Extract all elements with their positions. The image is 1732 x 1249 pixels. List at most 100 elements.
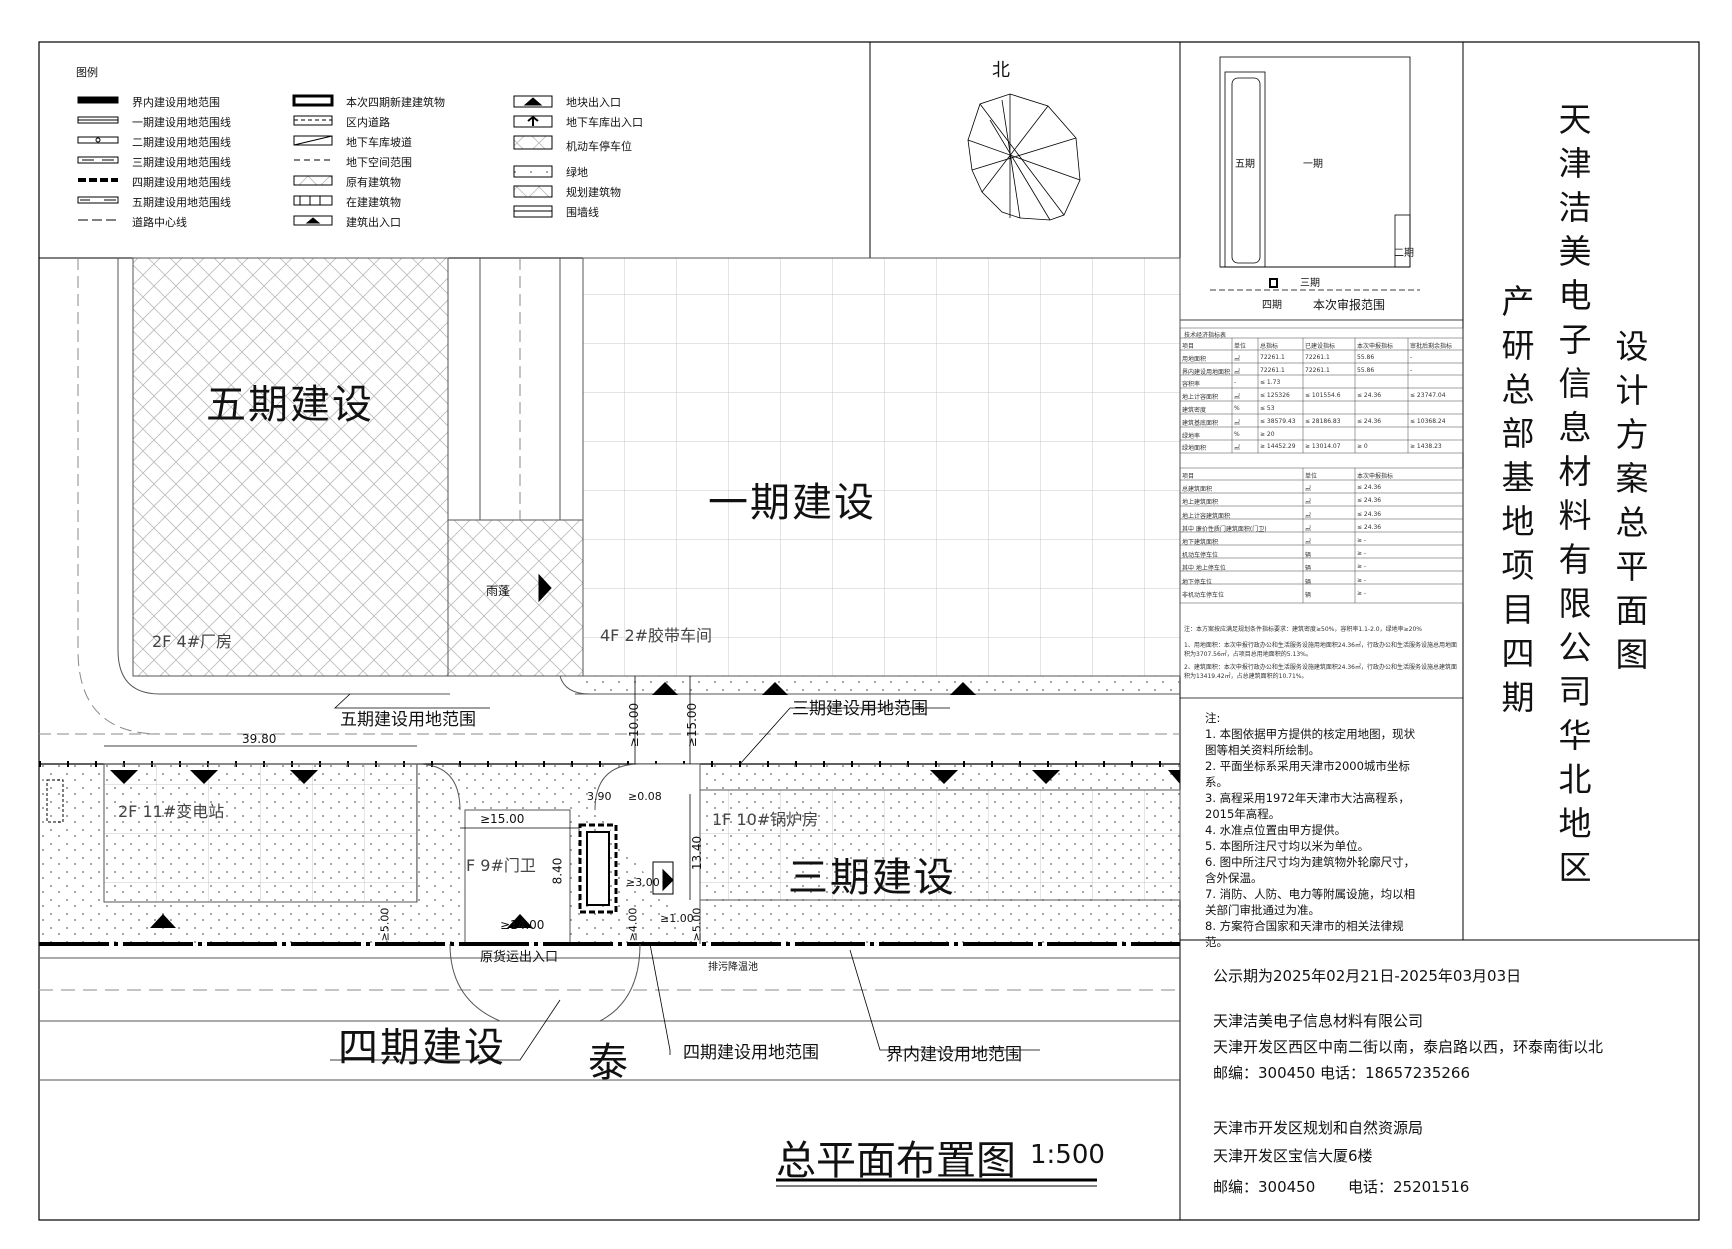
canopy-label: 雨蓬 xyxy=(486,584,511,598)
table-cell: 绿地面积 xyxy=(1182,445,1207,453)
table-cell: ㎡ xyxy=(1234,445,1241,453)
table-cell: ㎡ xyxy=(1305,539,1312,546)
keymap-scope: 本次审报范围 xyxy=(1313,298,1386,312)
table-cell: 辆 xyxy=(1305,591,1312,599)
table-cell: 72261.1 xyxy=(1260,366,1285,374)
table-cell: ≤ 24.36 xyxy=(1357,392,1382,400)
table-cell: ㎡ xyxy=(1305,499,1312,507)
table-cell: 72261.1 xyxy=(1305,366,1330,374)
table-header-cell: 项目 xyxy=(1182,343,1195,350)
table-cell: - xyxy=(1234,379,1237,387)
title-char: 总 xyxy=(1615,503,1649,542)
keymap-phase2: 二期 xyxy=(1394,248,1414,259)
table-header-cell: 已建设指标 xyxy=(1305,343,1336,350)
table-note-3: 2、建筑面积：本次申报行政办公和生活服务设施建筑面积24.36㎡，行政办公和生活… xyxy=(1184,664,1457,680)
legend-item: 三期建设用地范围线 xyxy=(132,156,231,169)
dim-3-00: ≥3.00 xyxy=(626,876,660,889)
table-cell: ≤ 125326 xyxy=(1260,392,1290,400)
title-char: 司 xyxy=(1558,672,1592,711)
phase5-boundary-label: 五期建设用地范围 xyxy=(340,710,476,730)
building-9-label: F 9#门卫 xyxy=(466,856,536,875)
road-name-tai: 泰 xyxy=(588,1040,630,1086)
table-header-cell: 总指标 xyxy=(1260,343,1279,350)
dim-15-horizontal: ≥15.00 xyxy=(480,812,525,826)
table-cell: 其中 廉价性质门建筑面积(门卫) xyxy=(1182,525,1267,533)
table-cell: ≥ - xyxy=(1357,589,1367,597)
keymap-phase4: 四期 xyxy=(1262,300,1282,311)
legend-item: 二期建设用地范围线 xyxy=(132,136,231,149)
legend-item: 机动车停车位 xyxy=(566,140,632,153)
title-char: 信 xyxy=(1558,364,1592,403)
table-cell: ≤ 24.36 xyxy=(1357,523,1382,531)
notes-title: 注: xyxy=(1205,711,1221,725)
title-char: 图 xyxy=(1615,635,1649,674)
table-cell: 地下建筑面积 xyxy=(1182,539,1219,546)
bureau-zip: 邮编：300450 xyxy=(1213,1178,1316,1196)
publicity-period: 公示期为2025年02月21日-2025年03月03日 xyxy=(1213,967,1522,985)
table-cell: ㎡ xyxy=(1234,419,1241,427)
company-contact: 邮编：300450 电话：18657235266 xyxy=(1213,1064,1471,1082)
table-cell: 机动车停车位 xyxy=(1182,552,1219,560)
table-cell: 建筑基底面积 xyxy=(1182,419,1219,427)
title-char: 期 xyxy=(1501,678,1535,717)
table-cell: 72261.1 xyxy=(1260,353,1285,361)
building-4-label: 2F 4#厂房 xyxy=(152,632,233,651)
dim-8-40: 8.40 xyxy=(550,857,565,885)
note-item: 2. 平面坐标系采用天津市2000城市坐标系。 xyxy=(1205,759,1410,789)
table-note-1: 注：本方案按应满足规划条件指标要求：建筑密度≥50%，容积率1.1-2.0，绿地… xyxy=(1184,626,1422,633)
table-cell: 辆 xyxy=(1305,578,1312,586)
table-cell: 总建筑面积 xyxy=(1182,486,1213,494)
table-header-cell: 单位 xyxy=(1305,473,1318,480)
bureau-address: 天津开发区宝信大厦6楼 xyxy=(1213,1147,1373,1165)
table-cell: ≥ 13014.07 xyxy=(1305,443,1341,451)
dim-3-90: 3.90 xyxy=(587,790,612,803)
title-char: 公 xyxy=(1558,628,1592,667)
table-cell: ≤ 53 xyxy=(1260,405,1275,412)
legend-item: 原有建筑物 xyxy=(346,176,401,189)
note-item: 6. 图中所注尺寸均为建筑物外轮廓尺寸，含外保温。 xyxy=(1205,855,1416,885)
legend-item: 四期建设用地范围线 xyxy=(132,176,231,189)
table-header-cell: 审批后剩余指标 xyxy=(1410,343,1453,350)
table-cell: 建筑密度 xyxy=(1182,407,1207,414)
table-cell: ㎡ xyxy=(1305,525,1312,533)
building-11-label: 2F 11#变电站 xyxy=(118,802,225,821)
title-char: 料 xyxy=(1558,496,1592,535)
note-item: 7. 消防、人防、电力等附属设施，均以相关部门审批通过为准。 xyxy=(1205,887,1416,917)
table-cell: % xyxy=(1234,430,1240,438)
drain-pool-label: 排污降温池 xyxy=(708,962,758,973)
legend-item: 区内道路 xyxy=(346,116,390,129)
legend-item: 围墙线 xyxy=(566,206,599,219)
title-char: 美 xyxy=(1558,232,1592,271)
dim-10: ≥10.00 xyxy=(627,702,642,748)
title-char: 材 xyxy=(1558,452,1592,491)
dim-39-80: 39.80 xyxy=(242,732,277,746)
keymap-phase1: 一期 xyxy=(1303,159,1323,170)
title-char: 项 xyxy=(1501,546,1535,585)
table-cell: ≤ 10368.24 xyxy=(1410,417,1446,425)
table-cell: ㎡ xyxy=(1305,512,1312,520)
title-char: 部 xyxy=(1501,414,1535,453)
title-char: 地 xyxy=(1501,502,1535,541)
title-char: 息 xyxy=(1558,408,1592,447)
table-cell: 其中 地上停车位 xyxy=(1182,565,1226,573)
building-2-label: 4F 2#胶带车间 xyxy=(600,626,713,645)
table-cell: 地上计容面积 xyxy=(1182,394,1219,402)
table-note-2: 1、用地面积：本次申报行政办公和生活服务设施用地面积24.36㎡，行政办公和生活… xyxy=(1184,642,1457,658)
title-char: 北 xyxy=(1558,760,1592,799)
table-cell: ≤ 1.73 xyxy=(1260,379,1281,387)
dim-13-40: 13.40 xyxy=(690,835,705,871)
table-cell: ≥ - xyxy=(1357,576,1367,584)
entrance-label: 原货运出入口 xyxy=(480,950,559,965)
table-cell: 55.86 xyxy=(1357,353,1375,361)
site-boundary-label: 界内建设用地范围 xyxy=(886,1045,1022,1065)
title-char: 地 xyxy=(1558,804,1592,843)
table-cell: ≤ 101554.6 xyxy=(1305,392,1341,400)
notes-block: 注: 1. 本图依据甲方提供的核定用地图，现状图等相关资料所绘制。 2. 平面坐… xyxy=(1205,710,1425,950)
table-header-cell: 单位 xyxy=(1234,343,1247,350)
drawing-scale: 1:500 xyxy=(1030,1140,1105,1170)
table-cell: % xyxy=(1234,405,1240,412)
title-char: 电 xyxy=(1558,276,1592,315)
table-cell: - xyxy=(1410,366,1413,374)
table-header-cell: 项目 xyxy=(1182,473,1195,480)
